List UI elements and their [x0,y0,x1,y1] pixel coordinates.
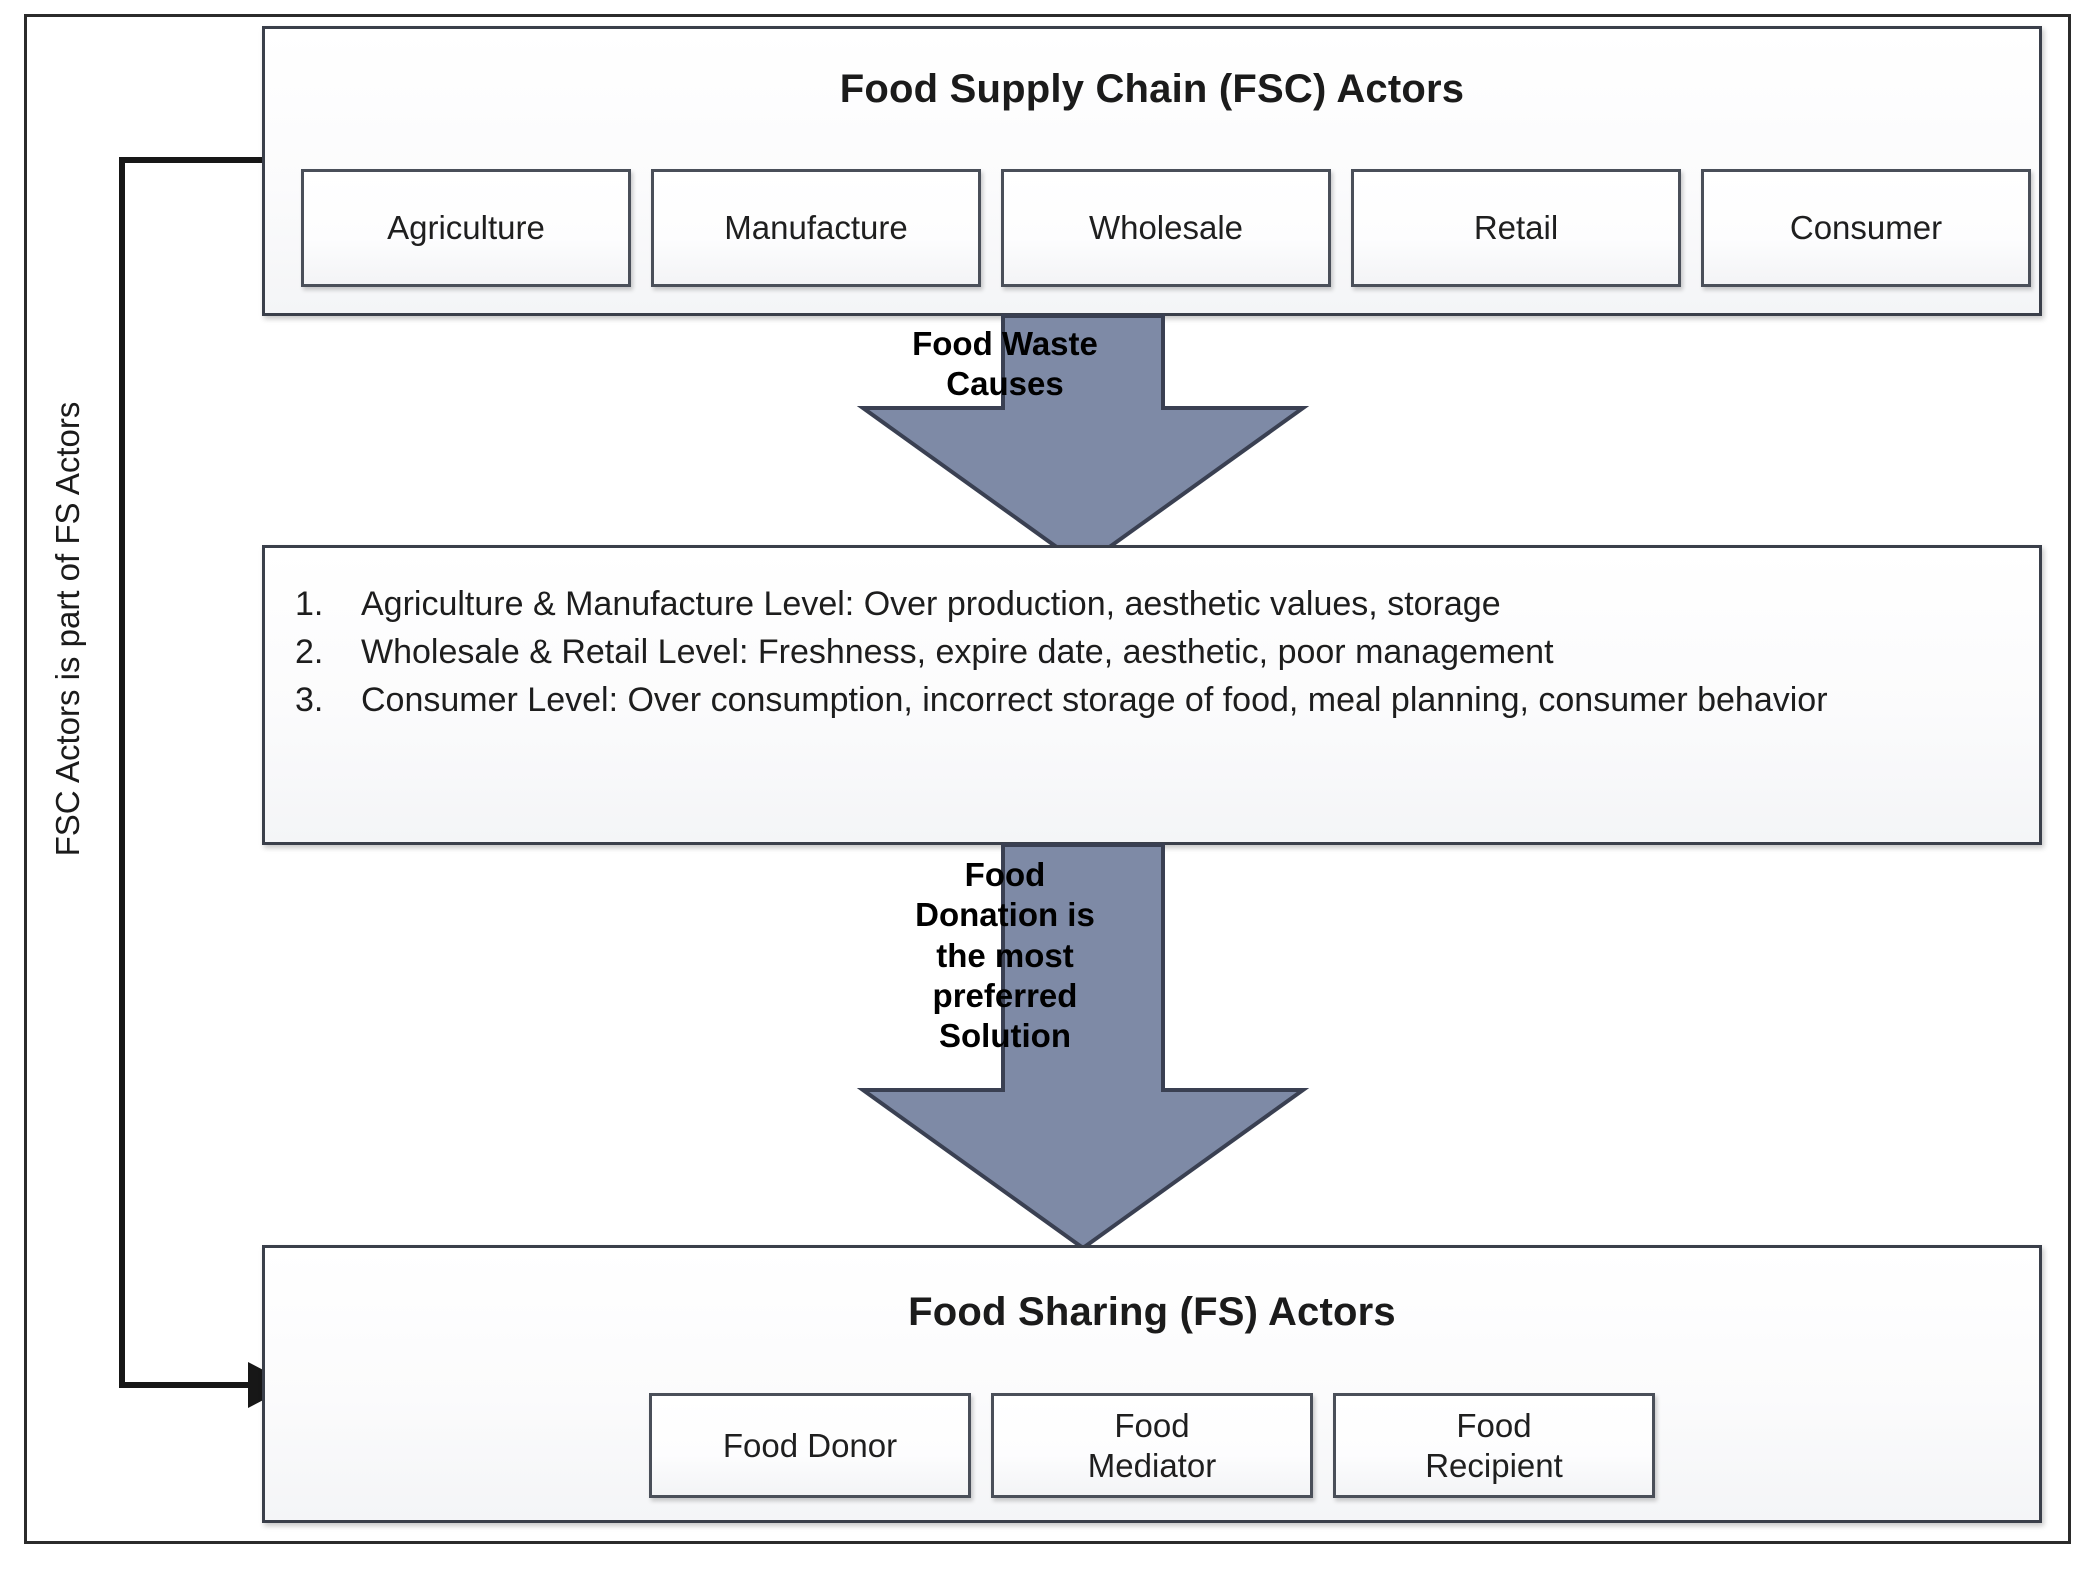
fs-actor-food-mediator[interactable]: Food Mediator [991,1393,1313,1498]
cause-item-1-number: 1. [295,585,324,623]
food-donation-solution-arrow: Food Donation is the most preferred Solu… [855,843,1455,1251]
cause-item-1-text: Agriculture & Manufacture Level: Over pr… [361,585,1501,623]
food-waste-causes-panel: 1. Agriculture & Manufacture Level: Over… [262,545,2042,845]
cause-item-3-text: Consumer Level: Over consumption, incorr… [361,681,1828,720]
food-donation-solution-arrow-shape [856,843,1310,1251]
cause-item-3-number: 3. [295,681,324,720]
cause-item-3: 3. Consumer Level: Over consumption, inc… [295,678,2015,722]
food-waste-causes-list: 1. Agriculture & Manufacture Level: Over… [295,582,2015,727]
fs-actor-food-recipient[interactable]: Food Recipient [1333,1393,1655,1498]
side-label-fsc-part-of-fs: FSC Actors is part of FS Actors [49,401,86,857]
fsc-actor-wholesale[interactable]: Wholesale [1001,169,1331,287]
fsc-actors-panel: Food Supply Chain (FSC) Actors Agricultu… [262,26,2042,316]
food-waste-causes-arrow: Food Waste Causes [855,314,1455,569]
cause-item-2: 2. Wholesale & Retail Level: Freshness, … [295,630,2015,674]
fsc-actor-agriculture[interactable]: Agriculture [301,169,631,287]
fs-actor-food-recipient-label: Food Recipient [1425,1406,1563,1484]
fsc-actor-retail[interactable]: Retail [1351,169,1681,287]
fsc-actor-manufacture-label: Manufacture [724,209,908,247]
fsc-panel-title: Food Supply Chain (FSC) Actors [839,67,1465,111]
fsc-actor-retail-label: Retail [1473,209,1559,247]
fs-actors-panel: Food Sharing (FS) Actors Food Donor Food… [262,1245,2042,1523]
fsc-actor-consumer-label: Consumer [1789,209,1943,247]
fsc-actor-wholesale-label: Wholesale [1088,209,1244,247]
fs-panel-title: Food Sharing (FS) Actors [908,1290,1396,1334]
fsc-actor-manufacture[interactable]: Manufacture [651,169,981,287]
fsc-actor-consumer[interactable]: Consumer [1701,169,2031,287]
fs-actor-food-donor[interactable]: Food Donor [649,1393,971,1498]
food-waste-causes-arrow-shape [856,314,1310,569]
cause-item-2-text: Wholesale & Retail Level: Freshness, exp… [361,633,1554,672]
fsc-actor-agriculture-label: Agriculture [387,209,545,247]
cause-item-2-number: 2. [295,633,324,672]
cause-item-1: 1. Agriculture & Manufacture Level: Over… [295,582,2015,626]
fs-actor-food-donor-label: Food Donor [722,1426,898,1464]
fs-actor-food-mediator-label: Food Mediator [1087,1406,1217,1484]
